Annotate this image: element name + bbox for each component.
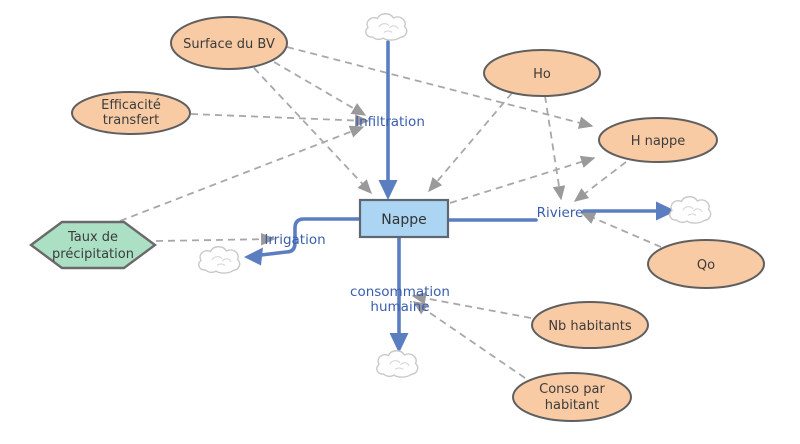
constant-taux-precipitation-label-line1: Taux de xyxy=(67,230,118,245)
link-surface-bv-to-h-nappe[interactable] xyxy=(286,46,594,129)
variable-nb-habitants[interactable]: Nb habitants xyxy=(531,301,649,349)
variable-ho[interactable]: Ho xyxy=(483,49,601,97)
consommation-arrowhead-icon xyxy=(389,333,409,353)
variable-qo-label: Qo xyxy=(697,258,715,273)
link-efficacite-to-infiltration[interactable] xyxy=(190,113,370,127)
variable-h-nappe[interactable]: H nappe xyxy=(598,117,718,163)
link-taux-precipitation-to-infiltration[interactable] xyxy=(119,125,365,222)
cloud-sink-riviere[interactable] xyxy=(669,196,712,224)
variable-surface-du-bv[interactable]: Surface du BV xyxy=(170,16,288,70)
flow-label-riviere[interactable]: Riviere xyxy=(537,205,584,221)
link-surface-bv-to-nappe[interactable] xyxy=(253,67,372,195)
variable-nb-habitants-label: Nb habitants xyxy=(548,319,632,334)
infiltration-arrowhead-icon xyxy=(378,180,398,200)
variable-efficacite-label-line2: transfert xyxy=(103,113,159,128)
constant-taux-precipitation[interactable]: Taux de précipitation xyxy=(28,220,158,270)
link-surface-bv-to-infiltration[interactable] xyxy=(273,61,367,116)
link-taux-precipitation-to-irrigation[interactable] xyxy=(155,232,276,246)
link-qo-to-riviere[interactable] xyxy=(580,212,662,248)
link-ho-to-nappe[interactable] xyxy=(428,92,513,193)
variable-qo[interactable]: Qo xyxy=(647,239,765,289)
link-ho-to-riviere[interactable] xyxy=(544,95,566,201)
variable-ho-label: Ho xyxy=(533,67,551,82)
flow-label-consommation-line2[interactable]: humaine xyxy=(370,299,429,315)
cloud-sink-irrigation[interactable] xyxy=(198,246,241,274)
link-nappe-to-h-nappe[interactable] xyxy=(449,155,596,204)
variable-efficacite-label-line1: Efficacité xyxy=(101,98,161,113)
flow-label-consommation-line1[interactable]: consommation xyxy=(350,284,450,300)
stock-nappe[interactable]: Nappe xyxy=(358,198,450,239)
irrigation-arrowhead-icon xyxy=(244,247,263,266)
variable-conso-par-habitant-label-line2: habitant xyxy=(545,398,599,413)
link-conso-par-habitant-to-consommation[interactable] xyxy=(412,301,526,379)
variable-surface-du-bv-label: Surface du BV xyxy=(183,37,275,52)
constant-taux-precipitation-label-line2: précipitation xyxy=(52,247,134,262)
flow-infiltration[interactable] xyxy=(378,40,398,200)
link-nb-habitants-to-consommation[interactable] xyxy=(411,292,532,319)
flow-label-irrigation[interactable]: Irrigation xyxy=(264,232,325,248)
flow-label-infiltration[interactable]: Infiltration xyxy=(355,114,425,130)
cloud-sink-consommation[interactable] xyxy=(376,350,419,378)
variable-conso-par-habitant-label-line1: Conso par xyxy=(539,382,605,397)
link-h-nappe-to-riviere[interactable] xyxy=(573,161,627,202)
variable-h-nappe-label: H nappe xyxy=(631,134,686,149)
flow-irrigation[interactable] xyxy=(244,217,362,266)
influence-links xyxy=(119,46,662,379)
flow-consommation[interactable] xyxy=(389,235,409,353)
riviere-arrowhead-icon xyxy=(656,201,676,221)
variable-efficacite-transfert[interactable]: Efficacité transfert xyxy=(71,91,191,135)
flow-riviere[interactable] xyxy=(446,201,676,222)
variable-conso-par-habitant[interactable]: Conso par habitant xyxy=(512,372,632,422)
cloud-source-infiltration[interactable] xyxy=(365,13,408,41)
stock-nappe-label: Nappe xyxy=(381,212,426,228)
